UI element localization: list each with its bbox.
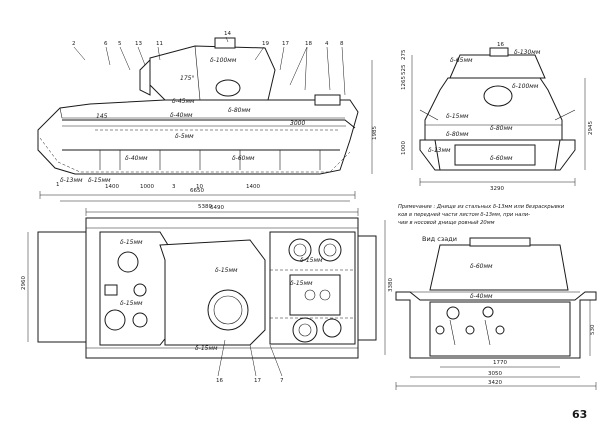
side-label-rear: δ-60мм [232, 155, 255, 162]
side-label-turret-front: δ-100мм [210, 57, 237, 64]
front-label-16: 16 [497, 42, 504, 48]
rear-label-60: δ-60мм [470, 263, 493, 270]
note-block: Примечание : Днище из стальных δ-13мм ил… [398, 204, 565, 226]
side-callout-11: 11 [156, 41, 163, 47]
front-dim-275: 275 [401, 49, 407, 60]
side-dim-1400: 1400 [105, 184, 119, 190]
plan-label-15c: δ-15мм [300, 257, 323, 264]
rear-dim-530: 530 [590, 324, 596, 335]
side-label-turret-side: δ-45мм [172, 98, 195, 105]
rear-view: Вид сзади δ-60мм δ-40мм 1770 3050 3420 5… [395, 235, 597, 390]
side-callout-19: 19 [262, 41, 269, 47]
side-dim-1000: 1000 [140, 184, 154, 190]
front-view: δ-130мм δ-65мм 16 δ-100мм δ-80мм δ-15мм … [401, 42, 594, 192]
plan-callout-16: 16 [216, 378, 223, 384]
rear-dim-3420: 3420 [488, 380, 502, 386]
front-label-13: δ-13мм [428, 147, 451, 154]
front-dim-3290: 3290 [490, 186, 504, 192]
side-dim-height: 1985 [372, 126, 378, 140]
plan-callout-17: 17 [254, 378, 261, 384]
note-line-2: ков в передней части листом δ-13мм, при … [398, 212, 530, 218]
front-dim-2945: 2945 [588, 121, 594, 135]
rear-dim-1770: 1770 [493, 360, 507, 366]
plan-dim-6490: 6490 [210, 205, 224, 211]
side-callout-17: 17 [282, 41, 289, 47]
side-label-angle: 175° [180, 75, 194, 82]
side-callout-13: 13 [135, 41, 142, 47]
plan-dim-2960: 2960 [21, 276, 27, 290]
plan-label-15d: δ-15мм [290, 280, 313, 287]
side-dim-3: 3 [172, 184, 176, 190]
side-label-lower-hull: δ-40мм [125, 155, 148, 162]
side-dim-6650: 6650 [190, 188, 204, 194]
side-label-145: 145 [96, 113, 108, 120]
side-label-3000: 3000 [290, 120, 305, 127]
rear-view-title: Вид сзади [422, 235, 457, 243]
plan-callout-7: 7 [280, 378, 284, 384]
front-label-15: δ-15мм [446, 113, 469, 120]
side-label-upper-hull: δ-40мм [170, 112, 193, 119]
side-callout-5: 5 [118, 41, 122, 47]
side-callout-4: 4 [325, 41, 329, 47]
front-dim-1265: 1265 [401, 76, 407, 90]
side-label-floor: δ-13мм [60, 177, 83, 184]
front-label-80b: δ-80мм [446, 131, 469, 138]
side-callout-6: 6 [104, 41, 108, 47]
front-label-60: δ-60мм [490, 155, 513, 162]
front-label-80: δ-80мм [490, 125, 513, 132]
note-line-1: Примечание : Днище из стальных δ-13мм ил… [398, 204, 565, 210]
plan-view: δ-15мм δ-15мм δ-15мм δ-15мм δ-15мм δ-15м… [21, 205, 394, 384]
rear-label-40: δ-40мм [470, 293, 493, 300]
side-dim-1400b: 1400 [246, 184, 260, 190]
front-label-65: δ-65мм [450, 57, 473, 64]
page-number: 63 [572, 408, 587, 421]
side-label-15: δ-15мм [88, 177, 111, 184]
side-num-1: 1 [56, 182, 60, 188]
side-view: 2 6 5 13 11 14 19 17 18 4 8 δ-100мм 175°… [37, 31, 378, 210]
side-callout-18: 18 [305, 41, 312, 47]
plan-label-15a: δ-15мм [120, 239, 143, 246]
front-label-130: δ-130мм [514, 49, 541, 56]
side-callout-8: 8 [340, 41, 344, 47]
side-callout-2: 2 [72, 41, 76, 47]
front-dim-525: 525 [401, 64, 407, 75]
plan-dim-3380: 3380 [388, 278, 394, 292]
front-label-100: δ-100мм [512, 83, 539, 90]
side-callout-14: 14 [224, 31, 231, 37]
side-label-hull-side: δ-5мм [175, 133, 194, 140]
front-dim-1000: 1000 [401, 141, 407, 155]
road-wheels [75, 149, 321, 170]
side-dim-10: 10 [196, 184, 203, 190]
plan-label-15f: δ-15мм [195, 345, 218, 352]
side-dim-5380: 5380 [198, 204, 212, 210]
side-label-80: δ-80мм [228, 107, 251, 114]
plan-label-15e: δ-15мм [120, 300, 143, 307]
rear-dim-3050: 3050 [488, 371, 502, 377]
note-line-3: чии в носовой днище ровный 20мм [398, 220, 495, 226]
plan-label-15b: δ-15мм [215, 267, 238, 274]
